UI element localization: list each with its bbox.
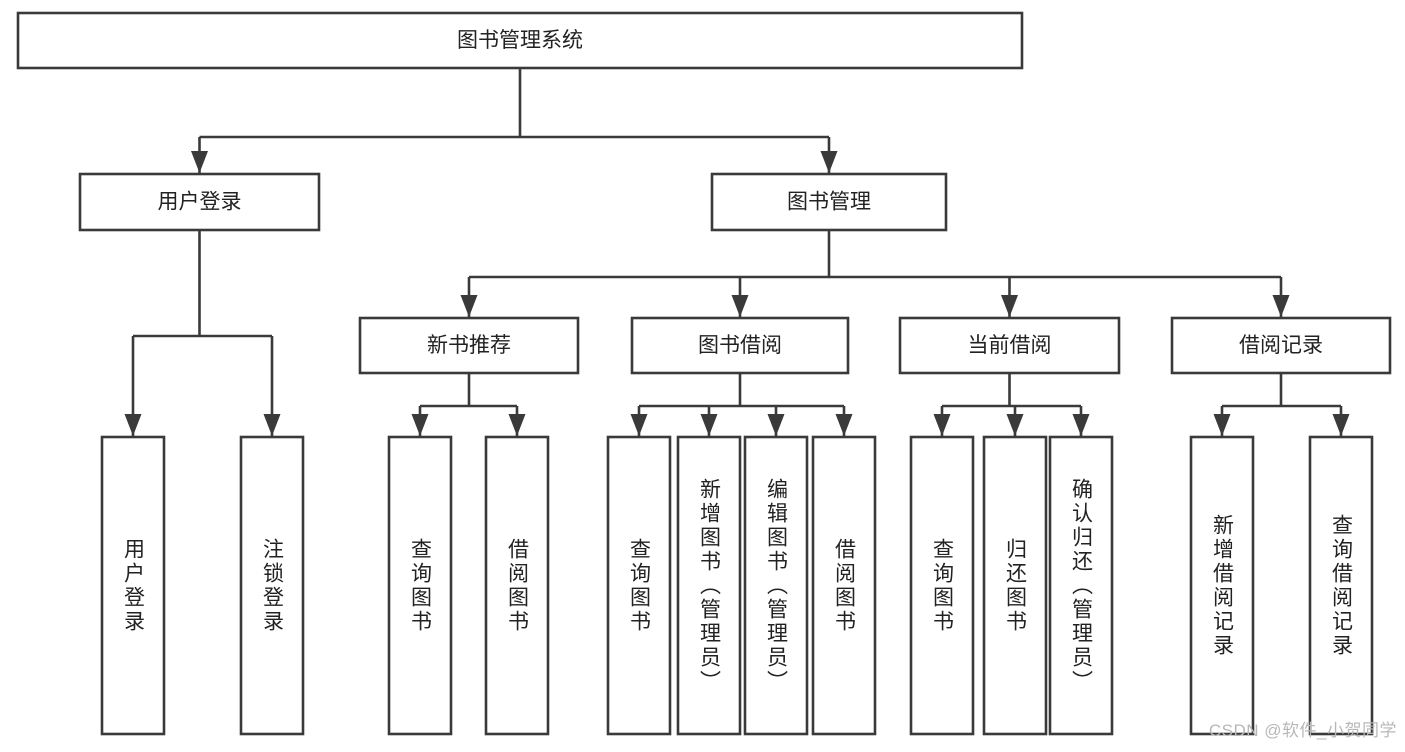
arrow-head-icon <box>1272 295 1290 317</box>
leaf-node-注锁登录-1[interactable] <box>239 435 305 736</box>
leaf-node-归还图书-9[interactable] <box>982 435 1048 736</box>
leaf-node-新增图书管理员-5[interactable] <box>676 435 742 736</box>
node-label-vertical: 注锁登录 <box>260 537 284 634</box>
node-label-vertical: 用户登录 <box>121 537 145 634</box>
node-label: 图书管理 <box>787 191 871 214</box>
node-label: 当前借阅 <box>968 334 1052 357</box>
arrow-head-icon <box>731 295 749 317</box>
leaf-node-确认归还管理员-10[interactable] <box>1048 435 1114 736</box>
arrow-head-icon <box>700 414 718 436</box>
level3-node-当前借阅-2[interactable] <box>898 316 1121 375</box>
arrow-head-icon <box>191 151 208 173</box>
arrow-head-icon <box>411 414 429 436</box>
leaf-node-编辑图书管理员-6[interactable] <box>743 435 809 736</box>
arrow-head-icon <box>1072 414 1090 436</box>
level2-node-用户登录-0[interactable] <box>78 172 321 232</box>
arrow-head-icon <box>1332 414 1350 436</box>
leaf-node-新增借阅记录-11[interactable] <box>1189 435 1255 736</box>
level3-node-新书推荐-0[interactable] <box>358 316 580 375</box>
node-boxes <box>16 11 1392 736</box>
arrow-head-icon <box>835 414 853 436</box>
level3-node-图书借阅-1[interactable] <box>630 316 850 375</box>
arrow-head-icon <box>1006 414 1024 436</box>
node-label-vertical: 新增借阅记录 <box>1210 513 1234 658</box>
arrow-head-icon <box>1213 414 1231 436</box>
node-label-vertical: 归还图书 <box>1003 537 1027 634</box>
root-node-图书管理系统[interactable] <box>16 11 1024 70</box>
node-label: 新书推荐 <box>427 334 511 357</box>
arrow-head-icon <box>263 414 281 436</box>
leaf-node-借阅图书-3[interactable] <box>484 435 550 736</box>
node-label: 图书管理系统 <box>457 29 583 52</box>
leaf-node-查询图书-8[interactable] <box>909 435 975 736</box>
arrow-head-icon <box>933 414 951 436</box>
leaf-node-查询图书-4[interactable] <box>606 435 672 736</box>
node-label-vertical: 新增图书（管理员） <box>697 477 721 694</box>
node-label-vertical: 借阅图书 <box>505 537 529 634</box>
arrow-head-icon <box>1001 295 1018 317</box>
node-label-vertical: 查询图书 <box>627 537 651 634</box>
node-label-vertical: 查询借阅记录 <box>1329 513 1353 658</box>
node-label: 用户登录 <box>158 191 242 214</box>
node-label-vertical: 借阅图书 <box>832 537 856 634</box>
arrow-head-icon <box>767 414 785 436</box>
arrow-head-icon <box>124 414 142 436</box>
node-label: 借阅记录 <box>1239 334 1323 357</box>
node-label-vertical: 编辑图书（管理员） <box>764 477 788 694</box>
level3-node-借阅记录-3[interactable] <box>1170 316 1392 375</box>
node-label: 图书借阅 <box>698 334 782 357</box>
node-label-vertical: 查询图书 <box>408 537 432 634</box>
arrow-head-icon <box>508 414 526 436</box>
leaf-node-用户登录-0[interactable] <box>100 435 166 736</box>
level2-node-图书管理-1[interactable] <box>710 172 948 232</box>
node-label-vertical: 查询图书 <box>930 537 954 634</box>
node-label-vertical: 确认归还（管理员） <box>1069 477 1093 694</box>
leaf-node-查询图书-2[interactable] <box>387 435 453 736</box>
arrow-head-icon <box>630 414 648 436</box>
leaf-node-查询借阅记录-12[interactable] <box>1308 435 1374 736</box>
leaf-node-借阅图书-7[interactable] <box>811 435 877 736</box>
connector-lines <box>124 68 1350 436</box>
arrow-head-icon <box>820 151 838 173</box>
arrow-head-icon <box>460 295 478 317</box>
